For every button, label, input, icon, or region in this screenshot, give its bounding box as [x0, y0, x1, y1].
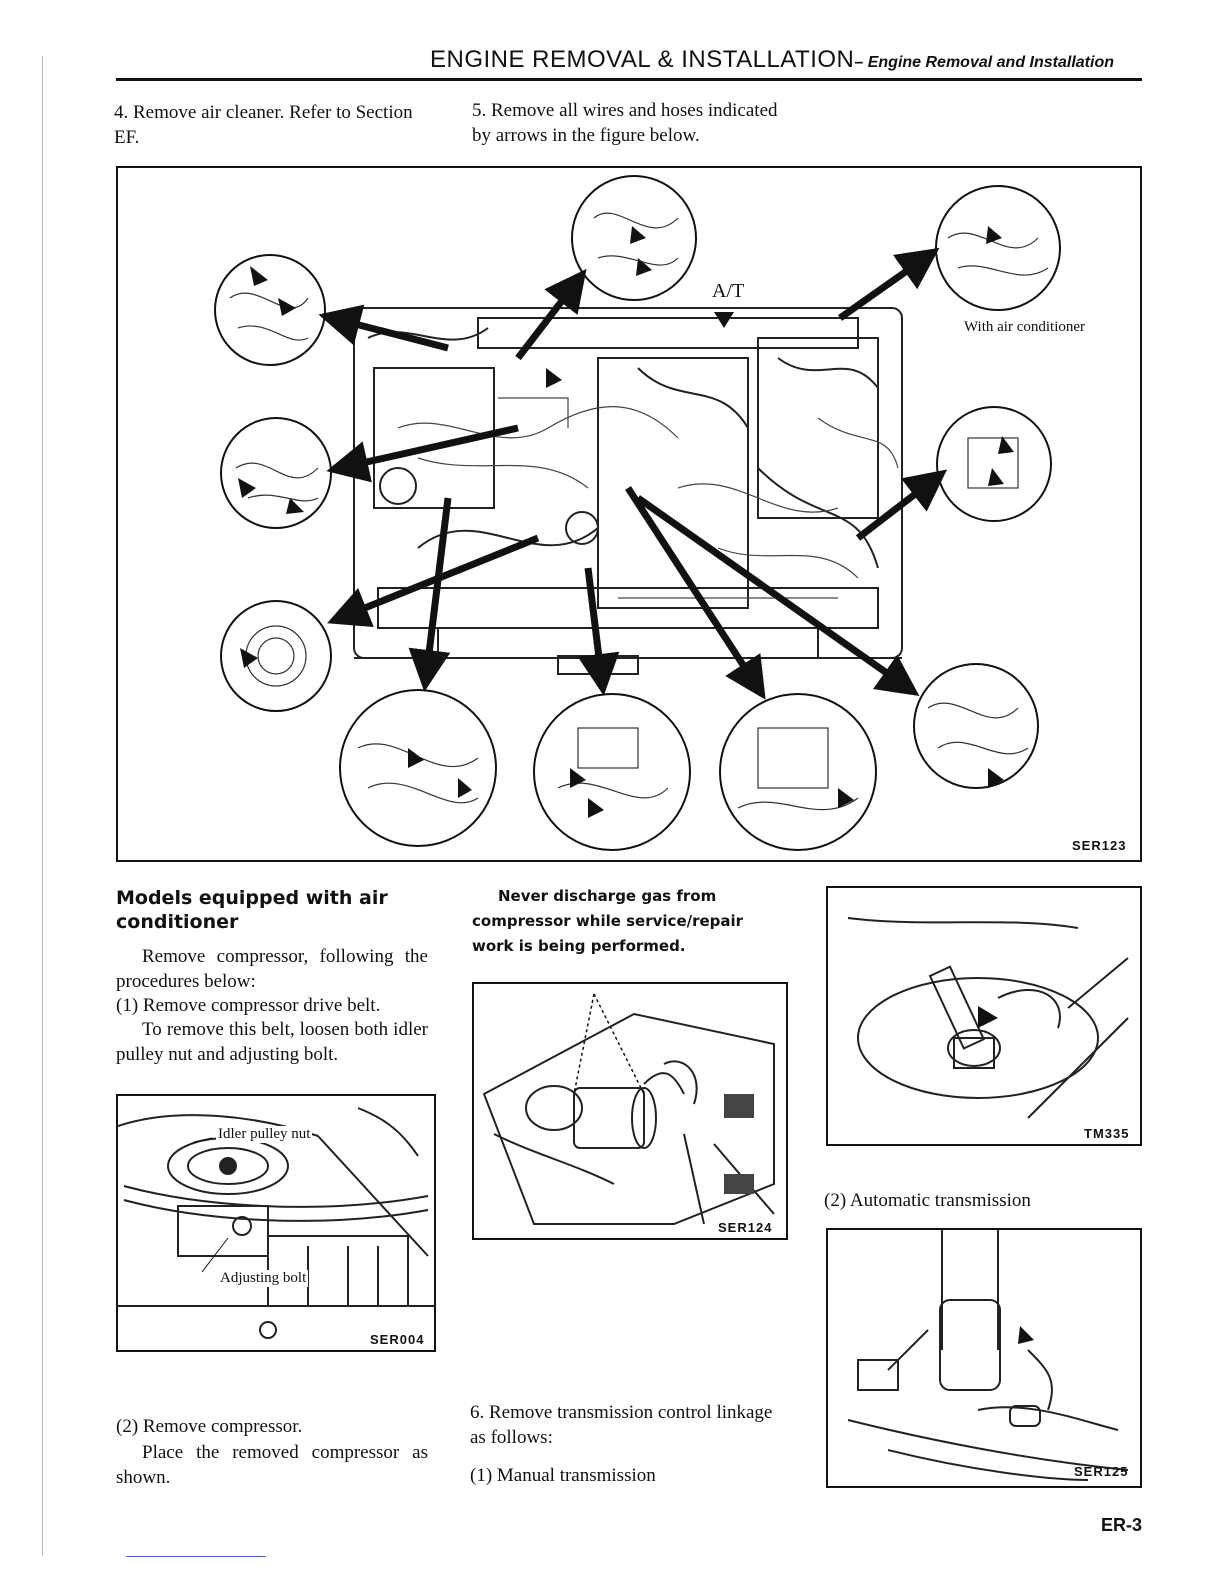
at-label: A/T — [712, 280, 745, 302]
page-edge-line — [42, 56, 43, 1556]
header-rule — [116, 78, 1142, 81]
ac-step2-body: Place the removed compressor as shown. — [116, 1442, 428, 1488]
manual-transmission-label: (1) Manual transmission — [470, 1465, 656, 1486]
figure-code-ser123: SER123 — [1072, 838, 1127, 853]
automatic-transmission-label: (2) Automatic transmission — [824, 1190, 1031, 1211]
belt-figure: Idler pulley nut Adjusting bolt SER004 — [116, 1094, 436, 1352]
manual-shift-illustration — [847, 917, 1129, 1119]
ac-step2-title: (2) Remove compressor. — [116, 1416, 303, 1437]
ac-heading: Models equipped with air conditioner — [116, 887, 388, 933]
step-4-text: 4. Remove air cleaner. Refer to Section … — [114, 102, 413, 148]
engine-bay-figure: A/T With air conditioner SER123 — [116, 166, 1142, 862]
air-conditioner-label: With air conditioner — [964, 319, 1086, 335]
manual-transmission-figure: TM335 — [826, 886, 1142, 1146]
bottom-link-line — [126, 1556, 266, 1557]
adjusting-bolt-label: Adjusting bolt — [218, 1270, 309, 1287]
page-number: ER-3 — [1100, 1515, 1142, 1535]
idler-pulley-nut-label: Idler pulley nut — [216, 1126, 313, 1143]
figure-code-tm335: TM335 — [1084, 1126, 1130, 1141]
figure-code-ser125: SER125 — [1074, 1464, 1129, 1479]
figure-code-ser004: SER004 — [370, 1332, 425, 1347]
step-5-text: 5. Remove all wires and hoses indicated … — [472, 100, 778, 146]
ac-intro: Remove compressor, following the procedu… — [116, 946, 428, 992]
auto-shift-illustration — [847, 1230, 1129, 1481]
header-title: ENGINE REMOVAL & INSTALLATION — [430, 46, 855, 73]
figure-code-ser124: SER124 — [718, 1220, 773, 1235]
automatic-transmission-figure: SER125 — [826, 1228, 1142, 1488]
ac-step1-body: To remove this belt, loosen both idler p… — [116, 1019, 428, 1065]
header-subtitle: – Engine Removal and Installation — [854, 54, 1114, 71]
warning-text: Never discharge gas from compressor whil… — [472, 887, 744, 955]
step-6-text: 6. Remove transmission control linkage a… — [470, 1402, 773, 1448]
ac-step1-title: (1) Remove compressor drive belt. — [116, 995, 381, 1016]
page-header: ENGINE REMOVAL & INSTALLATION– Engine Re… — [430, 46, 1114, 74]
compressor-illustration — [482, 993, 775, 1225]
engine-bay-illustration — [214, 175, 1061, 851]
compressor-figure: SER124 — [472, 982, 788, 1240]
